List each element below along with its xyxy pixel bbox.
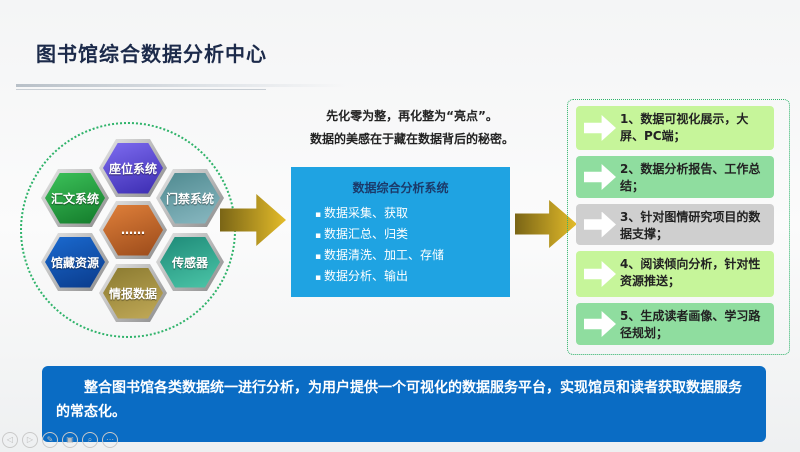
analysis-item: 数据采集、获取	[315, 204, 510, 225]
tagline-2: 数据的美感在于藏在数据背后的秘密。	[309, 132, 514, 146]
summary-box: 整合图书馆各类数据统一进行分析，为用户提供一个可视化的数据服务平台，实现馆员和读…	[42, 366, 766, 442]
next-slide-icon[interactable]: ▷	[22, 432, 38, 448]
hex-label: 门禁系统	[160, 172, 220, 224]
arrow-right-icon	[584, 311, 616, 337]
hex-label: 情报数据	[103, 267, 163, 319]
output-item: 3、针对图情研究项目的数据支撑；	[576, 204, 774, 245]
output-text: 1、数据可视化展示，大屏、PC端；	[620, 112, 749, 143]
arrow-right-icon	[584, 261, 616, 287]
analysis-system-title: 数据综合分析系统	[352, 181, 449, 195]
output-item: 5、生成读者画像、学习路径规划；	[576, 303, 774, 345]
tagline-1: 先化零为整，再化整为“亮点”。	[326, 109, 498, 123]
output-text: 3、针对图情研究项目的数据支撑；	[620, 210, 761, 241]
output-text: 4、阅读倾向分析，针对性资源推送；	[620, 257, 761, 288]
analysis-item: 数据清洗、加工、存储	[315, 246, 510, 267]
output-text: 2、数据分析报告、工作总结；	[620, 162, 761, 193]
output-item: 2、数据分析报告、工作总结；	[576, 156, 774, 198]
pen-icon[interactable]: ✎	[42, 432, 58, 448]
title-divider	[16, 84, 346, 87]
page-title: 图书馆综合数据分析中心	[36, 42, 267, 66]
zoom-icon[interactable]: ⌕	[82, 432, 98, 448]
analysis-system-box: 数据综合分析系统 数据采集、获取 数据汇总、归类 数据清洗、加工、存储 数据分析…	[291, 167, 510, 297]
output-text: 5、生成读者画像、学习路径规划；	[620, 309, 761, 340]
analysis-item: 数据汇总、归类	[315, 225, 510, 246]
hex-label: 传感器	[160, 236, 220, 288]
hex-sensor: 传感器	[156, 233, 224, 291]
title-divider-thin	[16, 89, 266, 90]
outputs-panel: 1、数据可视化展示，大屏、PC端； 2、数据分析报告、工作总结； 3、针对图情研…	[567, 99, 790, 355]
output-item: 4、阅读倾向分析，针对性资源推送；	[576, 251, 774, 297]
arrow-right-icon	[584, 115, 616, 141]
hex-label: ……	[103, 204, 163, 256]
hex-label: 汇文系统	[45, 172, 105, 224]
slides-icon[interactable]: ▣	[62, 432, 78, 448]
hex-huiwen-system: 汇文系统	[41, 169, 109, 227]
more-options-icon[interactable]: ⋯	[102, 432, 118, 448]
arrow-right-icon	[584, 164, 616, 190]
hex-label: 座位系统	[103, 142, 163, 194]
arrow-right-icon	[584, 211, 616, 238]
prev-slide-icon[interactable]: ◁	[2, 432, 18, 448]
hex-label: 馆藏资源	[45, 236, 105, 288]
output-item: 1、数据可视化展示，大屏、PC端；	[576, 106, 774, 150]
analysis-item: 数据分析、输出	[315, 267, 510, 288]
